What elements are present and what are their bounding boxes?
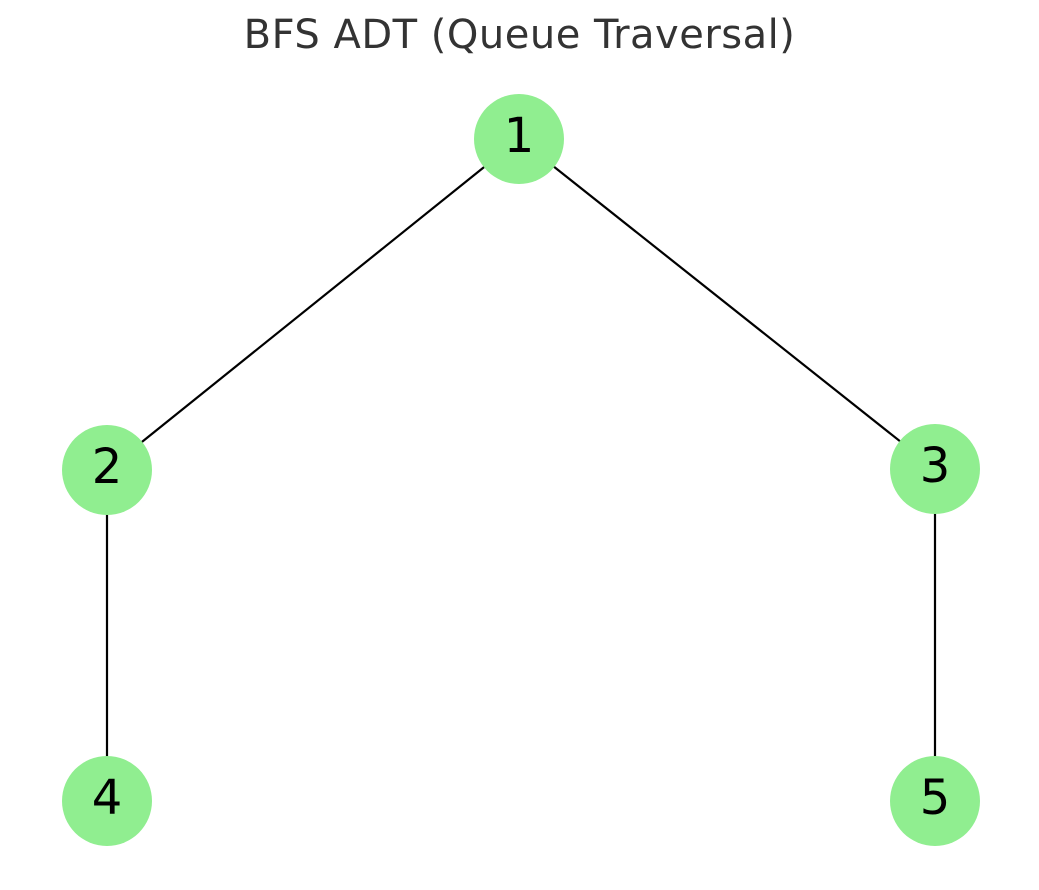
graph-node-label-2: 2 bbox=[92, 439, 123, 495]
graph-node-4 bbox=[62, 756, 152, 846]
graph-node-label-4: 4 bbox=[92, 770, 123, 826]
graph-edge-1-2 bbox=[106, 138, 520, 471]
graph-node-5 bbox=[890, 756, 980, 846]
graph-node-label-1: 1 bbox=[504, 108, 535, 164]
figure-title: BFS ADT (Queue Traversal) bbox=[243, 12, 796, 58]
graph-node-label-5: 5 bbox=[920, 770, 951, 826]
graph-node-3 bbox=[890, 424, 980, 514]
graph-node-label-3: 3 bbox=[920, 438, 951, 494]
graph-node-2 bbox=[62, 425, 152, 515]
graph-node-1 bbox=[474, 94, 564, 184]
graph-edge-1-3 bbox=[518, 138, 936, 470]
